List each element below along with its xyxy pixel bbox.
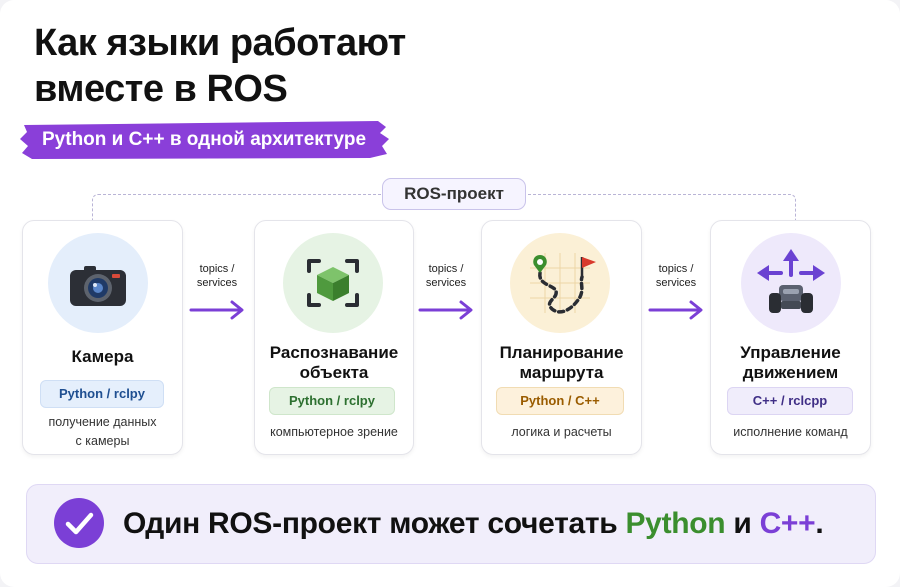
language-badge: C++ / rclcpp	[727, 387, 853, 415]
language-badge: Python / rclpy	[269, 387, 395, 415]
ros-project-label: ROS-проект	[382, 178, 526, 210]
subtitle: Python и C++ в одной архитектуре	[42, 129, 367, 150]
cpp-highlight: C++	[759, 507, 816, 540]
language-badge: Python / C++	[496, 387, 624, 415]
node-card-object-recognition: Распознавание объекта Python / rclpy ком…	[254, 220, 414, 455]
node-description: компьютерное зрение	[270, 425, 398, 439]
check-circle-icon	[54, 498, 104, 548]
arrow-right-icon	[418, 300, 473, 320]
node-title: Камера	[71, 347, 134, 366]
arrow-right-icon	[648, 300, 703, 320]
language-badge: Python / rclpy	[40, 380, 164, 408]
connector-label: topics / services	[425, 263, 467, 289]
summary-text: Один ROS-проект может сочетать Python и …	[123, 507, 824, 540]
object-detection-icon	[283, 233, 383, 333]
node-title: Планирование маршрута	[499, 343, 624, 382]
node-card-motion-control: Управление движением C++ / rclcpp исполн…	[710, 220, 871, 455]
node-card-route-planning: Планирование маршрута Python / C++ логик…	[481, 220, 642, 455]
node-card-camera: Камера Python / rclpy получение данных с…	[22, 220, 183, 455]
node-description: получение данных с камеры	[48, 415, 157, 448]
node-description: логика и расчеты	[511, 425, 612, 439]
brush-stroke-shape	[20, 121, 389, 159]
subtitle-banner: Python и C++ в одной архитектуре	[18, 119, 390, 161]
arrow-right-icon	[189, 300, 244, 320]
summary-banner: Один ROS-проект может сочетать Python и …	[26, 484, 876, 564]
page-title: Как языки работают вместе в ROS	[34, 20, 406, 112]
node-description: исполнение команд	[733, 425, 848, 439]
node-title: Управление движением	[740, 343, 841, 382]
route-map-icon	[510, 233, 610, 333]
python-highlight: Python	[625, 507, 726, 540]
camera-icon	[48, 233, 148, 333]
connector-arrow: topics / services	[416, 262, 476, 322]
node-title: Распознавание объекта	[269, 343, 399, 382]
connector-arrow: topics / services	[187, 262, 247, 322]
connector-label: topics / services	[196, 263, 238, 289]
title-line-1: Как языки работают	[34, 22, 406, 64]
title-line-2: вместе в ROS	[34, 68, 288, 110]
connector-label: topics / services	[655, 263, 697, 289]
connector-arrow: topics / services	[646, 262, 706, 322]
robot-movement-icon	[741, 233, 841, 333]
